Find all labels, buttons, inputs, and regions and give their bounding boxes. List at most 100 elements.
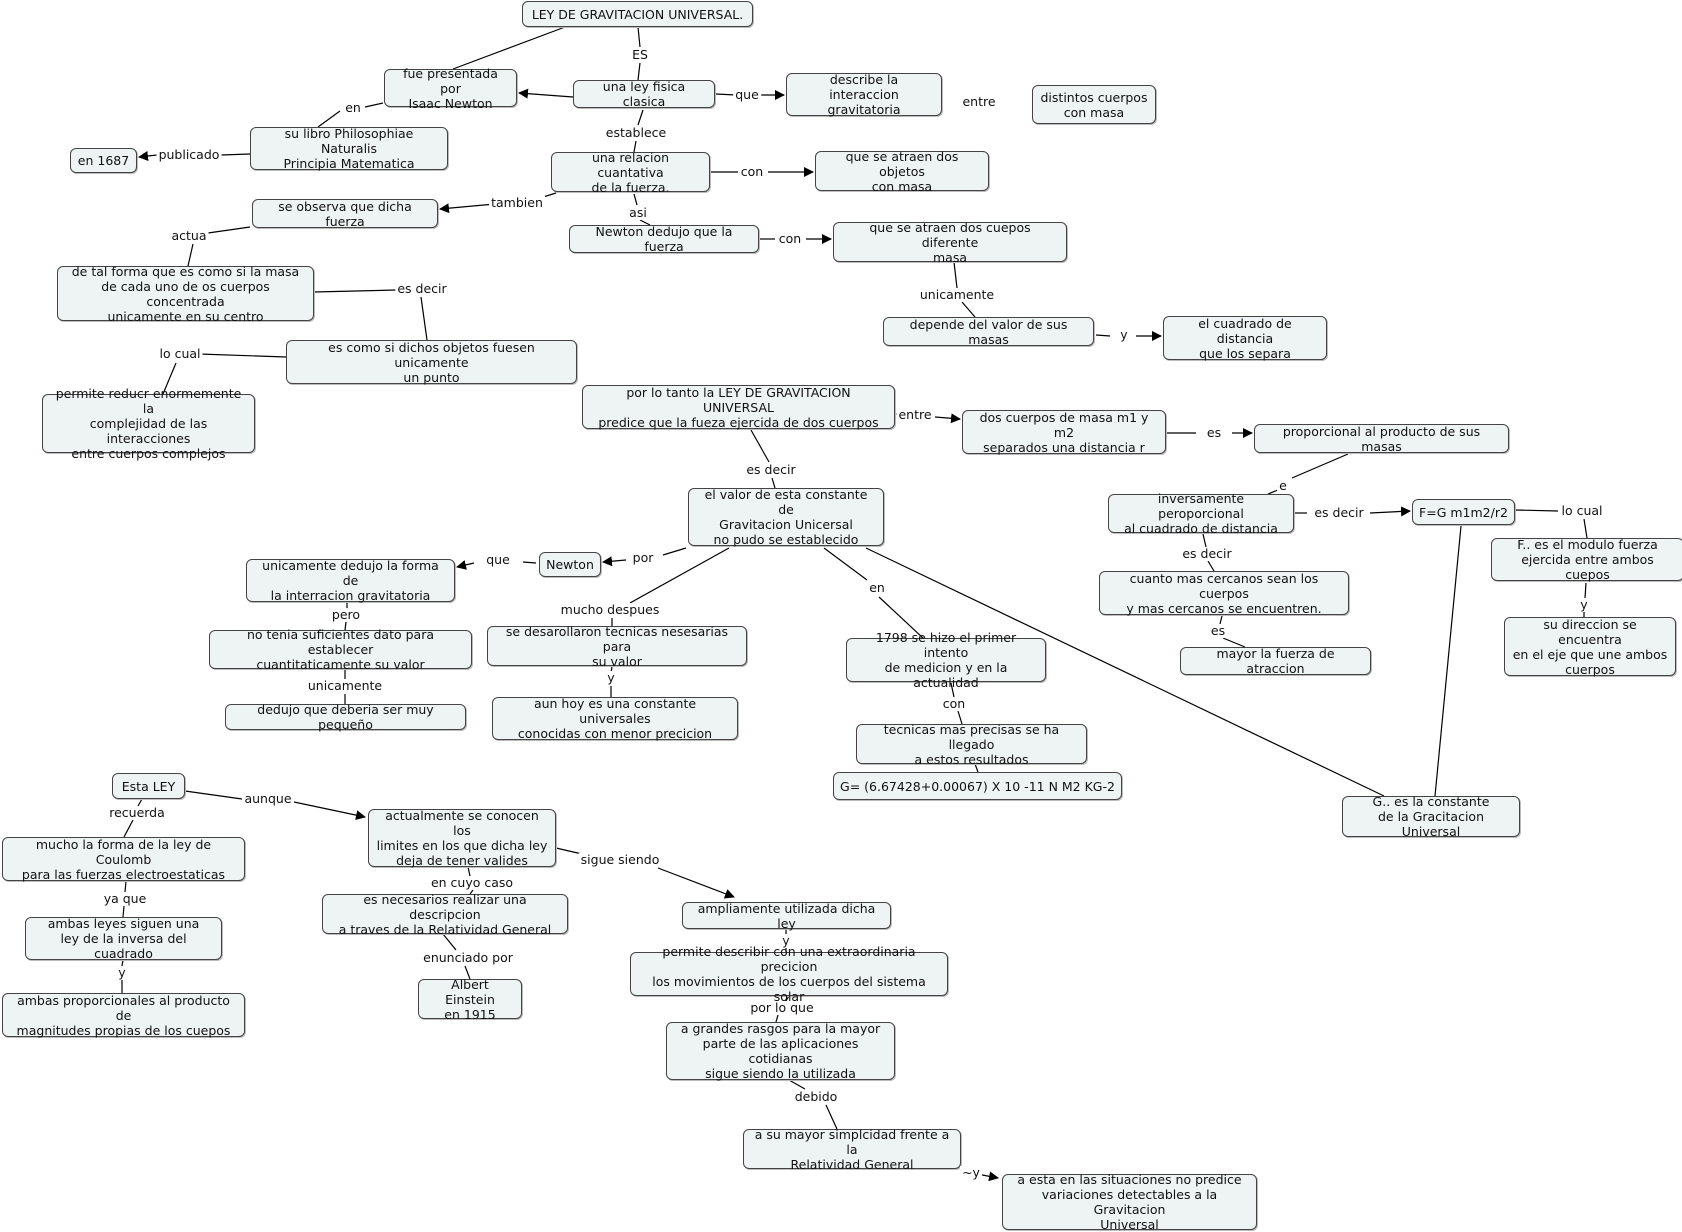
concept-node-n48[interactable]: a su mayor simplcidad frente a la Relati… <box>743 1127 961 1172</box>
concept-node-n39[interactable]: actualmente se conocen los limites en lo… <box>368 808 556 868</box>
concept-node-n1[interactable]: LEY DE GRAVITACION UNIVERSAL. <box>522 1 753 27</box>
concept-node-n14[interactable]: depende del valor de sus masas <box>883 317 1094 347</box>
concept-node-n28[interactable]: se desarollaron tecnicas nesesarias para… <box>487 624 747 669</box>
concept-node-n35[interactable]: tecnicas mas precisas se ha llegado a es… <box>856 722 1087 767</box>
concept-node-n10[interactable]: se observa que dicha fuerza <box>252 199 438 229</box>
concept-node-n9[interactable]: que se atraen dos objetos con masa <box>815 149 989 194</box>
link-label-l42: debido <box>792 1089 840 1104</box>
concept-node-n11[interactable]: Newton dedujo que la fuerza <box>569 224 759 254</box>
line-connector <box>522 561 537 564</box>
concept-node-n33[interactable]: dedujo que deberia ser muy pequeño <box>225 702 466 732</box>
link-label-l28: y <box>1578 597 1590 612</box>
concept-node-n36[interactable]: G= (6.67428+0.00067) X 10 -11 N M2 KG-2 <box>833 772 1122 800</box>
arrow-connector <box>1369 506 1411 517</box>
line-connector <box>823 547 868 581</box>
line-connector <box>122 905 125 918</box>
link-label-l26: mucho despues <box>558 602 662 617</box>
concept-node-n18[interactable]: por lo tanto la LEY DE GRAVITACION UNIVE… <box>582 385 895 430</box>
arrow-connector <box>456 560 475 570</box>
concept-node-n34[interactable]: aun hoy es una constante universales con… <box>492 696 738 741</box>
concept-node-n40[interactable]: mucho la forma de la ley de Coulomb para… <box>2 837 245 882</box>
line-connector <box>950 682 955 698</box>
concept-node-n41[interactable]: ampliamente utilizada dicha ley <box>682 901 891 931</box>
concept-node-n43[interactable]: ambas leyes siguen una ley de la inversa… <box>25 916 222 961</box>
concept-node-n47[interactable]: a grandes rasgos para la mayor parte de … <box>666 1021 895 1081</box>
concept-node-n49[interactable]: a esta en las situaciones no predice var… <box>1002 1172 1257 1232</box>
concept-node-n17[interactable]: permite reducr enormemente la complejida… <box>42 386 255 461</box>
concept-node-n13[interactable]: de tal forma que es como si la masa de c… <box>57 264 314 324</box>
line-connector <box>467 866 471 877</box>
line-connector <box>715 93 737 96</box>
concept-node-n8[interactable]: una relacion cuantativa de la fuerza. <box>551 150 710 195</box>
line-connector <box>184 790 243 800</box>
line-connector <box>420 296 428 341</box>
link-label-l15: lo cual <box>157 346 203 361</box>
concept-node-n37[interactable]: Esta LEY <box>112 773 185 799</box>
line-connector <box>124 880 127 893</box>
line-connector <box>162 362 177 395</box>
link-label-l29: es <box>1208 623 1228 638</box>
line-connector <box>637 26 641 48</box>
concept-node-n46[interactable]: ambas proporcionales al producto de magn… <box>2 993 245 1038</box>
concept-node-n21[interactable]: el valor de esta constante de Gravitacio… <box>688 487 884 547</box>
line-connector <box>1267 489 1279 495</box>
line-connector <box>313 289 397 293</box>
arrow-connector <box>518 88 574 99</box>
link-label-l17: es <box>1204 425 1224 440</box>
concept-node-n32[interactable]: mayor la fuerza de atraccion <box>1180 646 1371 676</box>
concept-node-n2[interactable]: fue presentada por Isaac Newton <box>384 66 517 111</box>
line-connector <box>364 102 384 108</box>
link-label-l37: sigue siendo <box>578 852 662 867</box>
concept-node-n30[interactable]: 1798 se hizo el primer intento de medici… <box>846 630 1046 690</box>
link-label-l34: aunque <box>242 791 294 806</box>
concept-node-n45[interactable]: Albert Einstein en 1915 <box>418 977 522 1022</box>
line-connector <box>639 219 651 226</box>
line-connector <box>1584 582 1587 599</box>
concept-node-n31[interactable]: su direccion se encuentra en el eje que … <box>1504 617 1676 677</box>
concept-node-n19[interactable]: dos cuerpos de masa m1 y m2 separados un… <box>962 410 1166 455</box>
concept-node-n27[interactable]: cuanto mas cercanos sean los cuerpos y m… <box>1099 571 1349 616</box>
concept-node-n44[interactable]: permite describir con una extraordinaria… <box>630 944 948 1004</box>
concept-node-n23[interactable]: F=G m1m2/r2 <box>1412 499 1515 525</box>
link-label-l40: enunciado por <box>421 950 515 965</box>
concept-node-n7[interactable]: en 1687 <box>70 148 137 173</box>
link-label-l27: pero <box>329 607 363 622</box>
line-connector <box>788 1079 806 1090</box>
line-connector <box>825 1104 838 1130</box>
concept-node-n38[interactable]: G.. es la constante de la Gracitacion Un… <box>1342 794 1520 839</box>
link-label-l33: recuerda <box>107 805 167 820</box>
concept-node-n3[interactable]: una ley fisica clasica <box>573 79 715 109</box>
line-connector <box>555 847 583 855</box>
link-label-l23: por <box>630 550 656 565</box>
line-connector <box>469 889 474 895</box>
concept-node-n5[interactable]: distintos cuerpos con masa <box>1032 85 1156 124</box>
concept-node-n6[interactable]: su libro Philosophiae Naturalis Principi… <box>250 126 448 171</box>
concept-node-n26[interactable]: F.. es el modulo fuerza ejercida entre a… <box>1491 537 1682 582</box>
line-connector <box>452 26 566 70</box>
concept-node-n15[interactable]: el cuadrado de distancia que los separa <box>1163 316 1327 361</box>
arrow-connector <box>934 413 961 424</box>
line-connector <box>137 798 143 807</box>
link-label-l22: que <box>484 552 512 567</box>
link-label-l4: entre <box>960 94 998 109</box>
concept-node-n16[interactable]: es como si dichos objetos fuesen unicame… <box>286 340 577 385</box>
link-label-l7: con <box>738 164 766 179</box>
concept-node-n24[interactable]: Newton <box>539 552 601 577</box>
concept-node-n29[interactable]: no tenia suficientes dato para establece… <box>209 627 472 672</box>
line-connector <box>961 301 976 318</box>
link-label-l6: establece <box>603 125 669 140</box>
line-connector <box>775 1014 779 1023</box>
concept-node-n42[interactable]: es necesarios realizar una descripcion a… <box>322 892 568 937</box>
line-connector <box>974 763 979 773</box>
link-label-l43: ~y <box>960 1165 982 1180</box>
concept-node-n12[interactable]: que se atraen dos cuepos diferente masa <box>833 220 1067 265</box>
arrow-connector <box>293 801 366 821</box>
concept-node-n25[interactable]: unicamente dedujo la forma de la interra… <box>246 558 455 603</box>
link-label-l14: y <box>1118 327 1130 342</box>
line-connector <box>633 193 638 206</box>
line-connector <box>220 153 251 156</box>
concept-node-n4[interactable]: describe la interaccion gravitatoria <box>786 72 942 117</box>
concept-node-n22[interactable]: inversamente peroporcional al cuadrado d… <box>1108 491 1294 536</box>
concept-node-n20[interactable]: proporcional al producto de sus masas <box>1254 424 1509 454</box>
